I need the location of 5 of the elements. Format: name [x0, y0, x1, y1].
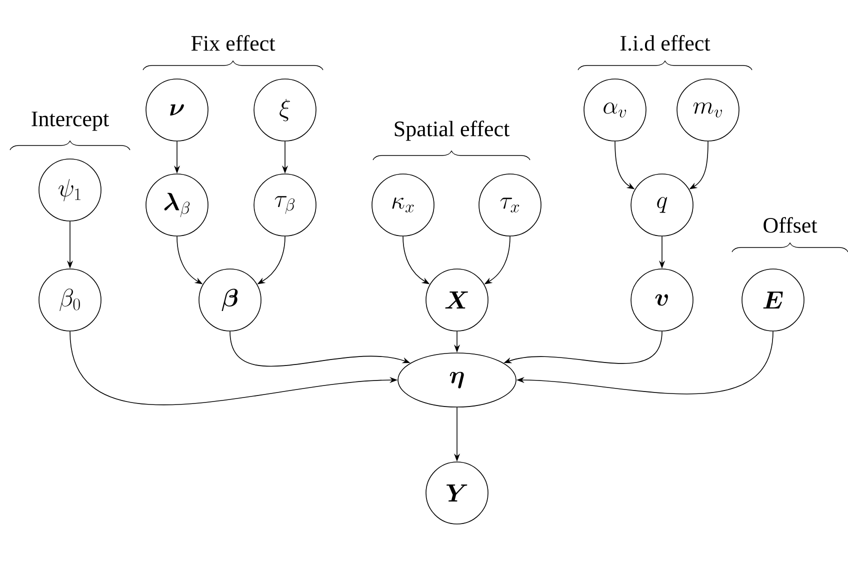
group-label: Spatial effect — [394, 120, 510, 141]
group-label: Fix effect — [191, 35, 276, 51]
group-label: I.i.d effect — [620, 35, 710, 51]
group-label: Offset — [764, 217, 818, 233]
group-label: Intercept — [32, 112, 109, 131]
